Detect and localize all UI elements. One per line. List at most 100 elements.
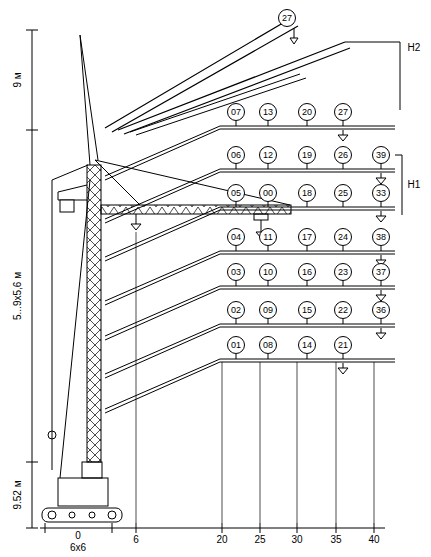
callout-number: 14 <box>302 341 312 350</box>
column-stem <box>268 246 269 251</box>
callout-circle: 14 <box>298 336 316 354</box>
axis-label: 35 <box>329 535 342 545</box>
callout-number: 11 <box>263 233 272 242</box>
column-stem <box>381 164 382 169</box>
callout-number: 00 <box>263 189 273 198</box>
callout-circle: 37 <box>372 263 390 281</box>
load-symbol <box>376 173 386 184</box>
floor-slab <box>105 359 220 413</box>
load-symbol <box>376 290 386 301</box>
callout-number: 15 <box>302 306 312 315</box>
building-frame <box>105 121 395 533</box>
axis-label: 20 <box>215 535 228 545</box>
grid-line <box>297 362 298 523</box>
callout-number: 36 <box>376 306 386 315</box>
callout-circle: 05 <box>227 184 245 202</box>
floor-slab <box>105 126 220 180</box>
callout-circle: 01 <box>227 336 245 354</box>
load-symbol <box>376 328 386 339</box>
column-stem <box>236 164 237 169</box>
dimension-label: 5...9x5,6 м <box>13 271 23 321</box>
callout-circle: 03 <box>227 263 245 281</box>
axis-label: 30 <box>290 535 303 545</box>
column-stem <box>307 281 308 286</box>
column-stem <box>307 246 308 251</box>
callout-circle: 09 <box>259 301 277 319</box>
column-stem <box>381 202 382 207</box>
column-stem <box>381 246 382 251</box>
callout-number: 03 <box>231 268 241 277</box>
callout-number: 26 <box>338 151 348 160</box>
dimension-label: 9 м <box>13 71 23 88</box>
load-symbol <box>376 211 386 222</box>
callout-number: 39 <box>376 151 386 160</box>
column-stem <box>268 202 269 207</box>
callout-circle: 18 <box>298 184 316 202</box>
callout-number: 27 <box>338 108 348 117</box>
axis-label: 6 <box>132 535 140 545</box>
column-stem <box>343 202 344 207</box>
callout-number: 02 <box>231 306 241 315</box>
callout-circle: 38 <box>372 228 390 246</box>
axis-label: 0 <box>74 531 82 541</box>
dimension-tick <box>374 523 375 533</box>
dimension-tick <box>260 523 261 533</box>
column-stem <box>268 121 269 126</box>
callout-circle: 16 <box>298 263 316 281</box>
column-stem <box>268 319 269 324</box>
column-stem <box>381 281 382 286</box>
column-stem <box>236 281 237 286</box>
dimension-tick <box>336 523 337 533</box>
callout-circle: 07 <box>227 103 245 121</box>
callout-circle: 15 <box>298 301 316 319</box>
callout-number: 17 <box>302 233 312 242</box>
floor-slab <box>220 286 395 289</box>
callout-circle: 06 <box>227 146 245 164</box>
height-label: H1 <box>407 180 422 190</box>
callout-circle: 17 <box>298 228 316 246</box>
column-stem <box>343 281 344 286</box>
callout-number: 09 <box>263 306 273 315</box>
callout-number: 10 <box>263 268 273 277</box>
grid-line <box>374 362 375 523</box>
callout-circle: 22 <box>334 301 352 319</box>
floor-slab <box>105 207 220 261</box>
column-stem <box>307 319 308 324</box>
callout-number: 12 <box>263 151 273 160</box>
callout-circle: 23 <box>334 263 352 281</box>
column-stem <box>307 164 308 169</box>
column-stem <box>236 354 237 359</box>
axis-label: 40 <box>367 535 380 545</box>
callout-circle: 36 <box>372 301 390 319</box>
callout-number: 01 <box>231 341 241 350</box>
column-stem <box>381 319 382 324</box>
column-stem <box>343 319 344 324</box>
floor-slab <box>220 126 395 129</box>
floor-slab <box>220 251 395 254</box>
column-stem <box>343 354 344 359</box>
column-stem <box>343 121 344 126</box>
dimension-tick <box>297 523 298 533</box>
callout-circle: 24 <box>334 228 352 246</box>
callout-number: 19 <box>302 151 312 160</box>
column-stem <box>307 354 308 359</box>
callout-circle: 27 <box>334 103 352 121</box>
column-stem <box>236 121 237 126</box>
column-stem <box>268 354 269 359</box>
column-stem <box>236 202 237 207</box>
callout-circle: 08 <box>259 336 277 354</box>
callout-number: 38 <box>376 233 386 242</box>
callout-number: 13 <box>263 108 273 117</box>
callout-number: 23 <box>338 268 348 277</box>
callout-circle: 27 <box>278 9 296 27</box>
grid-line <box>260 362 261 523</box>
column-stem <box>343 246 344 251</box>
dimension-label: 9.52 м <box>13 479 23 510</box>
column-stem <box>268 281 269 286</box>
callout-number: 16 <box>302 268 312 277</box>
callout-circle: 26 <box>334 146 352 164</box>
dimension-tick <box>136 523 137 533</box>
column-stem <box>307 202 308 207</box>
callout-number: 07 <box>231 108 241 117</box>
